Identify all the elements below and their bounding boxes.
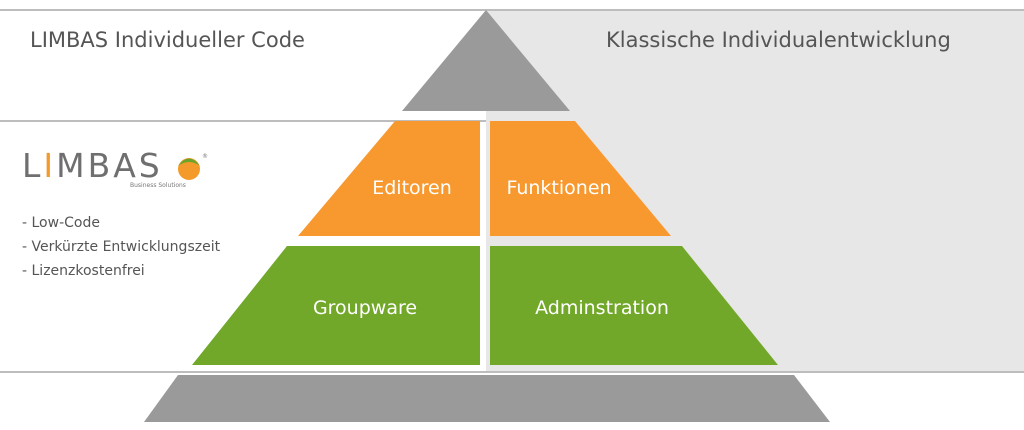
pyramid-segment-groupware — [192, 246, 480, 365]
pyramid-top-segment — [402, 10, 570, 111]
logo-tagline: Business Solutions — [130, 182, 186, 189]
limbas-code-heading: LIMBAS Individueller Code — [30, 28, 305, 52]
middle-divider — [0, 120, 486, 122]
groupware-label: Groupware — [312, 297, 418, 319]
feature-list: - Low-Code - Verkürzte Entwicklungszeit … — [22, 211, 220, 283]
pyramid-base-segment — [144, 375, 830, 422]
feature-item: - Lizenzkostenfrei — [22, 263, 145, 279]
pyramid-segment-adminstration — [490, 246, 778, 365]
feature-item: - Low-Code — [22, 215, 100, 231]
editoren-label: Editoren — [372, 177, 452, 199]
pyramid-segment-editoren — [298, 121, 480, 236]
limbas-logo: LIMBAS Business Solutions ® — [22, 142, 212, 192]
logo-wordmark: LIMBAS — [22, 146, 163, 185]
bottom-divider — [0, 371, 1024, 373]
pyramid-segment-funktionen — [490, 121, 671, 236]
orange-fruit-icon: ® — [178, 153, 208, 180]
funktionen-label: Funktionen — [506, 177, 612, 199]
registered-mark: ® — [202, 153, 208, 160]
feature-item: - Verkürzte Entwicklungszeit — [22, 239, 221, 255]
classic-development-heading: Klassische Individualentwicklung — [606, 28, 951, 52]
top-divider — [0, 9, 1024, 11]
adminstration-label: Adminstration — [535, 297, 669, 319]
